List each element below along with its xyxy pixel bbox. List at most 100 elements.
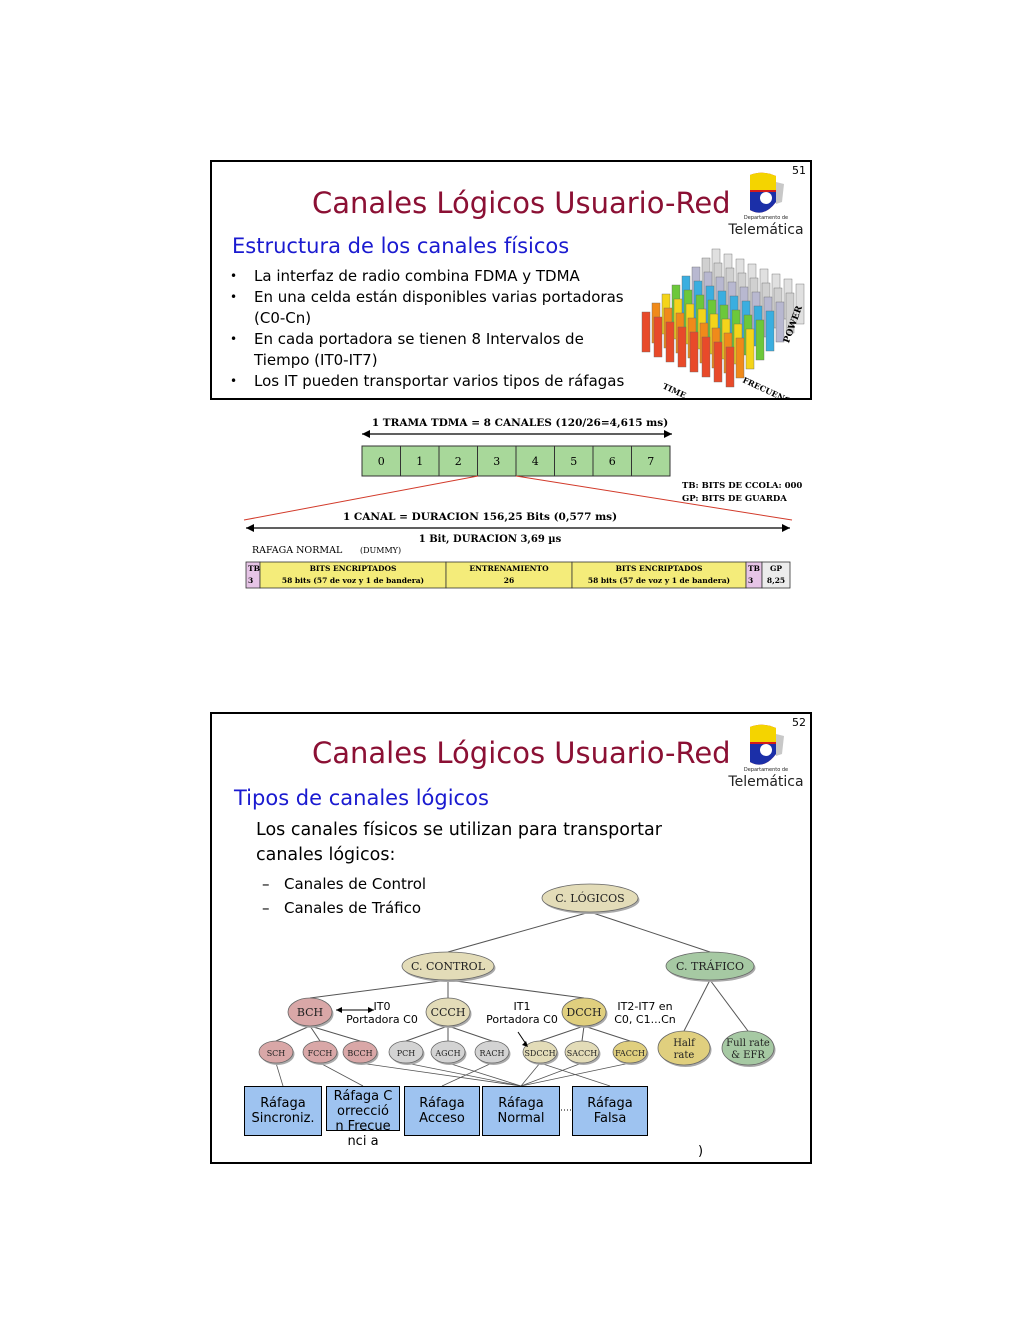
intro-paragraph: Los canales físicos se utilizan para tra…	[256, 820, 662, 865]
slot-block	[765, 310, 775, 352]
burst-edge	[441, 1062, 493, 1087]
node-ccch	[425, 997, 471, 1027]
node-c-control	[401, 951, 495, 981]
node-c-logicos	[541, 883, 639, 913]
node-ccch-label: CCCH	[431, 1006, 466, 1019]
telematica-logo: Departamento de Telemática	[726, 172, 806, 240]
dummy-label: (DUMMY)	[360, 546, 401, 555]
tree-edge	[589, 911, 711, 953]
slot-label: 6	[609, 455, 616, 468]
node-facch-label: FACCH	[615, 1049, 645, 1058]
node-sdcch	[522, 1040, 558, 1064]
slot-label: 0	[378, 455, 385, 468]
slot-block	[665, 321, 675, 363]
node-facch	[612, 1040, 648, 1064]
tree-edge	[447, 911, 591, 953]
burst-field-value: 3	[748, 576, 753, 585]
tdma-frame-diagram: 1 TRAMA TDMA = 8 CANALES (120/26=4,615 m…	[243, 417, 802, 589]
slot-label: 2	[455, 455, 462, 468]
slot-block	[775, 301, 785, 343]
tree-edge	[447, 1025, 493, 1042]
node-sdcch-label: SDCCH	[524, 1049, 555, 1058]
node-dcch-label: DCCH	[566, 1006, 601, 1019]
carrier-rows	[641, 248, 805, 388]
node-bcch	[342, 1040, 378, 1064]
burst-field	[761, 561, 791, 589]
dash-item: Canales de Tráfico	[262, 896, 426, 920]
tree-edge	[309, 1025, 321, 1042]
node-full-rate-label: Full rate	[726, 1038, 770, 1049]
expand-line-left	[243, 475, 479, 521]
burst-fields: TB 3 BITS ENCRIPTADOS 58 bits (57 de voz y …	[245, 561, 791, 589]
node-bch-label: BCH	[297, 1006, 323, 1019]
tree-edge	[405, 1025, 449, 1042]
logo-name: Telemática	[728, 774, 804, 790]
arrow-left-icon	[362, 430, 370, 438]
slot-block	[745, 328, 755, 370]
burst-field-name: TB	[248, 564, 260, 573]
bullet-list: La interfaz de radio combina FDMA y TDMA…	[230, 266, 624, 392]
arrow-left-icon	[336, 1007, 342, 1013]
logo-shield-icon	[750, 172, 784, 213]
tree-edge	[275, 1025, 311, 1042]
node-rach-label: RACH	[480, 1049, 505, 1058]
arrow-right-icon	[368, 1007, 374, 1013]
burst-box-frequency-correction: Ráfaga Correcció n Frecuenci a	[326, 1086, 400, 1149]
node-c-logicos-label: C. LÓGICOS	[555, 891, 624, 905]
dash-item: Canales de Control	[262, 872, 426, 896]
time-label: TIME	[661, 381, 688, 400]
slot-block	[735, 337, 745, 379]
slide-51: 51 Canales Lógicos Usuario-Red Estructur…	[210, 160, 812, 400]
arrow-down-icon	[522, 1041, 528, 1047]
burst-field-name: BITS ENCRIPTADOS	[616, 564, 703, 573]
burst-label: RAFAGA NORMAL	[252, 545, 343, 556]
dash-list: Canales de Control Canales de Tráfico	[262, 872, 426, 920]
burst-field-value: 26	[504, 576, 514, 585]
bullet-item: La interfaz de radio combina FDMA y TDMA	[230, 266, 624, 287]
slot-cell	[631, 445, 671, 477]
node-full-rate	[721, 1030, 775, 1066]
slot-block	[725, 346, 735, 388]
channel-label: 1 CANAL = DURACION 156,25 Bits (0,577 ms…	[343, 511, 617, 523]
node-agch	[430, 1040, 466, 1064]
arrow-right-icon	[782, 524, 790, 532]
slot-label: 5	[570, 455, 577, 468]
burst-field-value: 58 bits (57 de voz y 1 de bandera)	[282, 576, 424, 585]
slot-cell	[592, 445, 632, 477]
burst-box-normal: Ráfaga Normal	[482, 1086, 560, 1136]
burst-field	[259, 561, 447, 589]
node-fcch-label: FCCH	[308, 1049, 333, 1058]
node-half-rate	[657, 1030, 711, 1066]
burst-field-name: BITS ENCRIPTADOS	[310, 564, 397, 573]
burst-field-value: 8,25	[767, 576, 785, 585]
node-sch	[258, 1040, 294, 1064]
burst-field-name: TB	[748, 564, 760, 573]
burst-edge	[447, 1062, 522, 1087]
burst-edge	[539, 1062, 611, 1087]
slot-label: 3	[493, 455, 500, 468]
slot-block	[785, 292, 795, 334]
node-c-trafico	[665, 951, 755, 981]
legend-tb: TB: BITS DE CCOLA: 000	[682, 481, 802, 491]
slot-cell	[400, 445, 440, 477]
slot-block	[641, 311, 651, 353]
legend-gp: GP: BITS DE GUARDA	[682, 494, 787, 504]
node-bcch-label: BCCH	[347, 1049, 372, 1058]
node-fcch	[302, 1040, 338, 1064]
node-full-rate-label: & EFR	[731, 1050, 765, 1061]
slot-label: 4	[532, 455, 539, 468]
tree-edge	[581, 1025, 585, 1042]
burst-field-value: 3	[248, 576, 253, 585]
burst-box-access: Ráfaga Acceso	[404, 1086, 480, 1136]
slide-subtitle: Estructura de los canales físicos	[232, 234, 570, 258]
slot-block	[701, 336, 711, 378]
logo-shield-icon	[750, 724, 784, 765]
slot-block	[677, 326, 687, 368]
slot-cell	[361, 445, 401, 477]
burst-field-name: ENTRENAMIENTO	[469, 564, 549, 573]
node-half-rate-label: Half	[673, 1038, 696, 1049]
